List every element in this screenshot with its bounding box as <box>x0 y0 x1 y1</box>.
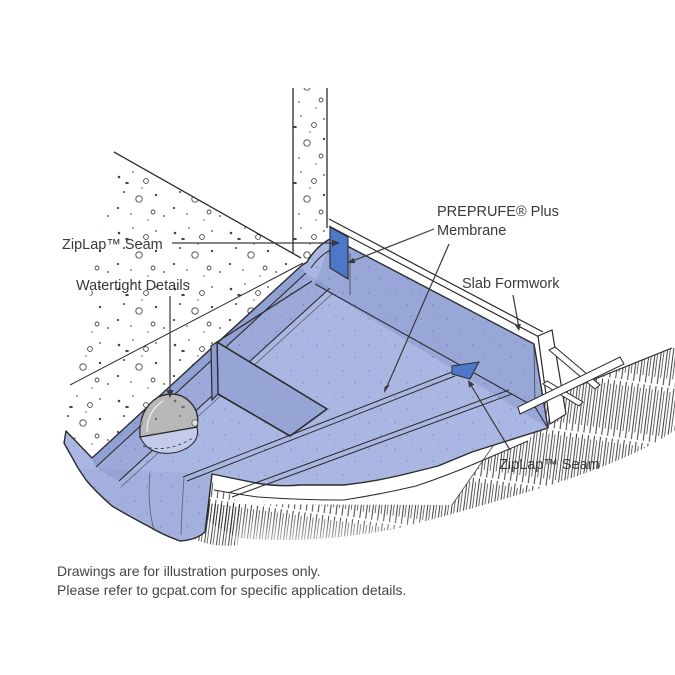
label-watertight-details: Watertight Details <box>76 278 190 294</box>
leader-lines <box>169 228 520 451</box>
label-preprufe-line1: PREPRUFE® Plus <box>437 204 559 220</box>
label-preprufe-line2: Membrane <box>437 223 506 239</box>
membrane-upstand-face <box>315 238 548 428</box>
watertight-detail-lump <box>139 393 199 454</box>
label-slab-formwork: Slab Formwork <box>462 276 560 292</box>
footnote-line2: Please refer to gcpat.com for specific a… <box>57 582 406 598</box>
membrane-step-face <box>210 340 328 437</box>
formwork-base-plank <box>517 356 625 415</box>
membrane-skirt <box>78 468 212 541</box>
concrete-wall <box>62 88 328 468</box>
skirt-folds <box>148 472 185 536</box>
ziplap-patch-wall <box>329 226 349 280</box>
label-ziplap-seam-bottom: ZipLap™ Seam <box>499 457 600 473</box>
footnote-line1: Drawings are for illustration purposes o… <box>57 563 321 579</box>
ziplap-patch-field <box>451 361 480 380</box>
label-ziplap-seam-top: ZipLap™ Seam <box>62 237 163 253</box>
seam-lines <box>182 371 513 498</box>
leader-arrowheads <box>166 239 521 398</box>
